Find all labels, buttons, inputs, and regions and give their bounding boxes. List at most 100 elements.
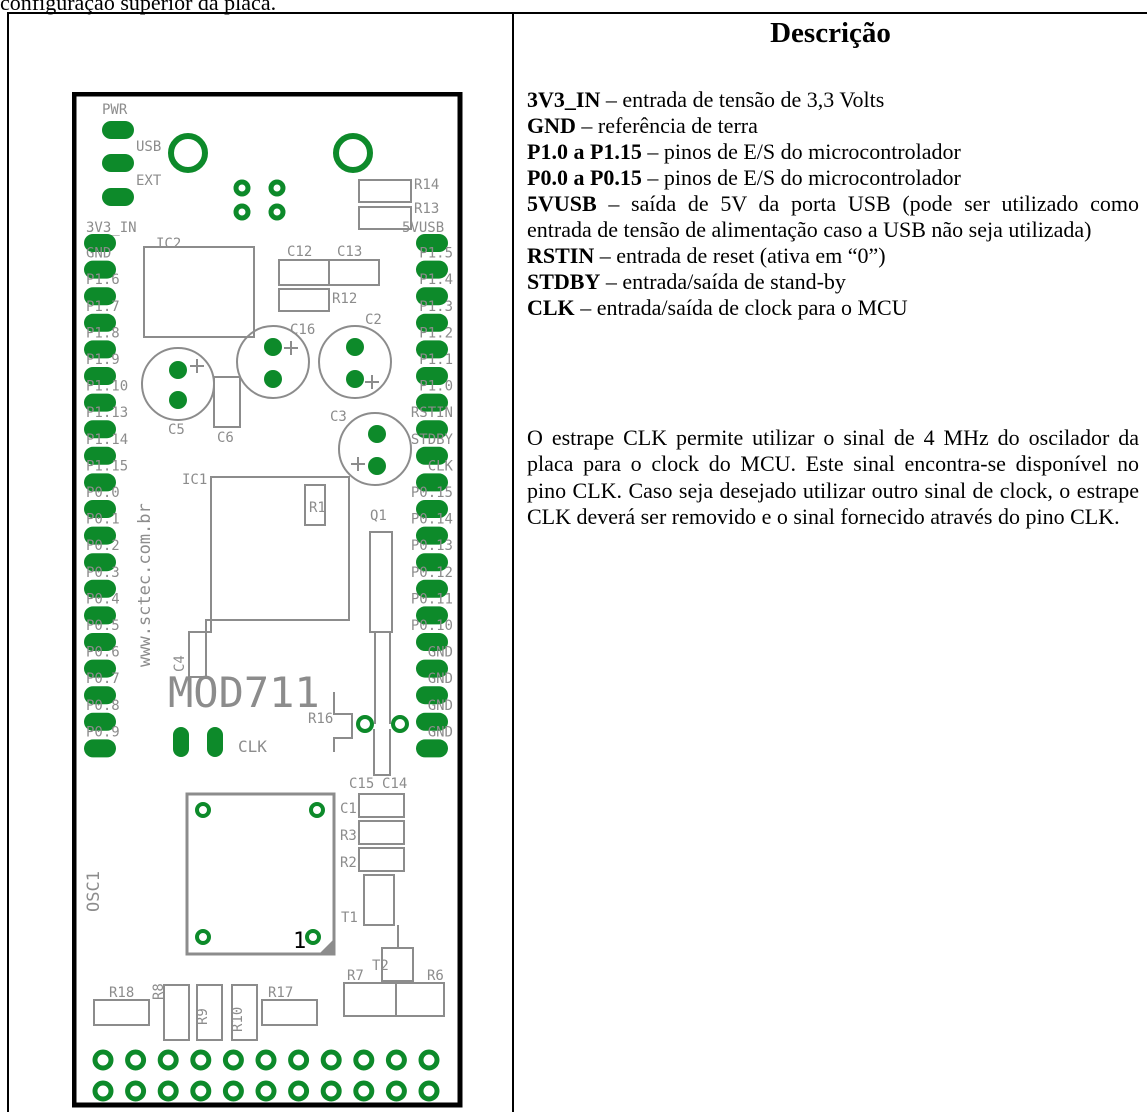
right-pin-label: P0.14 (411, 512, 453, 528)
left-header-pad (84, 606, 116, 625)
pwr-label: PWR (102, 102, 128, 118)
right-pin-label: GND (428, 645, 453, 661)
clk-strap-pad-2 (207, 727, 223, 757)
r10-label: R10 (230, 1007, 246, 1032)
c12-label: C12 (287, 244, 312, 260)
right-pin-label: P0.10 (411, 618, 453, 634)
right-pin-label: CLK (428, 458, 454, 474)
t1-label: T1 (341, 910, 358, 926)
c15-c14-outline (373, 729, 391, 776)
r14-outline (358, 179, 412, 203)
left-pin-label: GND (86, 246, 111, 262)
figure-caption: configuração superior da placa. (0, 0, 277, 15)
left-pin-label: P0.3 (86, 565, 120, 581)
c6-outline (213, 376, 241, 428)
pwr-led-pad (102, 121, 134, 139)
c4-label: C4 (172, 655, 188, 672)
r12-label: R12 (332, 291, 357, 307)
right-pin-label: STDBY (411, 432, 454, 448)
c16-label: C16 (290, 322, 315, 338)
c2-label: C2 (365, 312, 382, 328)
q1-pad (356, 715, 374, 733)
left-pin-label: P1.6 (86, 272, 120, 288)
desc-term: 3V3_IN (527, 87, 601, 112)
desc-text: – pinos de E/S do microcontrolador (641, 139, 961, 164)
left-pin-label: P1.13 (86, 405, 128, 421)
t2-outline (381, 925, 414, 982)
desc-text: – saída de 5V da porta USB (pode ser uti… (527, 191, 1139, 242)
pin-description-list: 3V3_IN – entrada de tensão de 3,3 Volts … (527, 87, 1139, 321)
ic2-label: IC2 (156, 236, 181, 252)
left-header-pad (84, 500, 116, 518)
t2-label: T2 (372, 958, 389, 974)
ext-led-pad (102, 188, 134, 206)
left-header-pad (84, 739, 116, 758)
right-header-pad (416, 606, 448, 625)
r9-outline (196, 984, 223, 1041)
desc-item-stdby: STDBY – entrada/saída de stand-by (527, 269, 1139, 295)
expansion-hole (92, 1080, 114, 1102)
r14-label: R14 (414, 177, 439, 193)
osc1-pin1-pad (305, 929, 321, 945)
r9-label: R9 (195, 1008, 211, 1025)
pin-5vusb-label: 5VUSB (402, 220, 444, 236)
right-header-pad (416, 234, 448, 252)
right-header-pad (416, 739, 448, 758)
r2-outline (358, 847, 405, 872)
desc-term: RSTIN (527, 243, 595, 268)
c4-outline (188, 607, 231, 678)
c13-label: C13 (337, 244, 362, 260)
left-header-pad (84, 686, 116, 705)
right-header-pad (416, 633, 448, 651)
left-header-pad (84, 393, 116, 412)
left-header-pad (84, 287, 116, 306)
desc-item-5vusb: 5VUSB – saída de 5V da porta USB (pode s… (527, 191, 1139, 243)
c1-outline (358, 793, 405, 818)
r13-outline (358, 206, 412, 230)
r7-label: R7 (347, 968, 364, 984)
right-header-pad (416, 686, 448, 705)
clk-strap-pad-1 (173, 727, 189, 757)
r6-label: R6 (427, 968, 444, 984)
c3-outline (338, 412, 412, 486)
osc1-pin1-marker (319, 939, 334, 954)
expansion-hole (190, 1049, 212, 1071)
table-frame (7, 12, 1147, 1112)
expansion-hole (255, 1049, 277, 1071)
mount-hole-left (168, 133, 208, 173)
desc-item-p0: P0.0 a P0.15 – pinos de E/S do microcont… (527, 165, 1139, 191)
expansion-hole (320, 1049, 342, 1071)
left-header-pad (84, 712, 116, 731)
right-pin-label: GND (428, 698, 453, 714)
desc-term: P1.0 a P1.15 (527, 139, 642, 164)
desc-text: – entrada de tensão de 3,3 Volts (600, 87, 885, 112)
desc-term: CLK (527, 295, 575, 320)
r3-label: R3 (340, 828, 357, 844)
right-header-pad (416, 340, 448, 359)
pcb-drawing: PWR USB EXT R14 R13 3V3_IN 5VUSB IC2 C12… (71, 91, 463, 1108)
header-pins: GNDP1.6P1.7P1.8P1.9P1.10P1.13P1.14P1.15P… (84, 179, 454, 1102)
right-pin-label: GND (428, 671, 453, 687)
left-pin-label: P1.7 (86, 299, 120, 315)
left-pin-label: P0.5 (86, 618, 120, 634)
left-pin-label: P1.8 (86, 325, 120, 341)
desc-term: GND (527, 113, 576, 138)
osc1-pad (195, 802, 211, 818)
via (268, 203, 286, 221)
c6-label: C6 (217, 430, 234, 446)
polarity-plus-icon (190, 359, 204, 373)
right-pin-label: P1.3 (419, 299, 453, 315)
desc-term: STDBY (527, 269, 601, 294)
c15-label: C15 (349, 776, 374, 792)
osc1-package (185, 792, 336, 956)
expansion-hole (222, 1049, 244, 1071)
right-pin-label: GND (428, 724, 453, 740)
r10-outline (231, 984, 258, 1041)
c2-pad (346, 338, 364, 356)
r1-label: R1 (309, 500, 326, 516)
polarity-plus-icon (351, 457, 365, 471)
r8-outline (163, 984, 190, 1041)
osc1-pin1-label: 1 (293, 929, 306, 954)
pcb-pads (102, 121, 386, 757)
r2-label: R2 (340, 855, 357, 871)
